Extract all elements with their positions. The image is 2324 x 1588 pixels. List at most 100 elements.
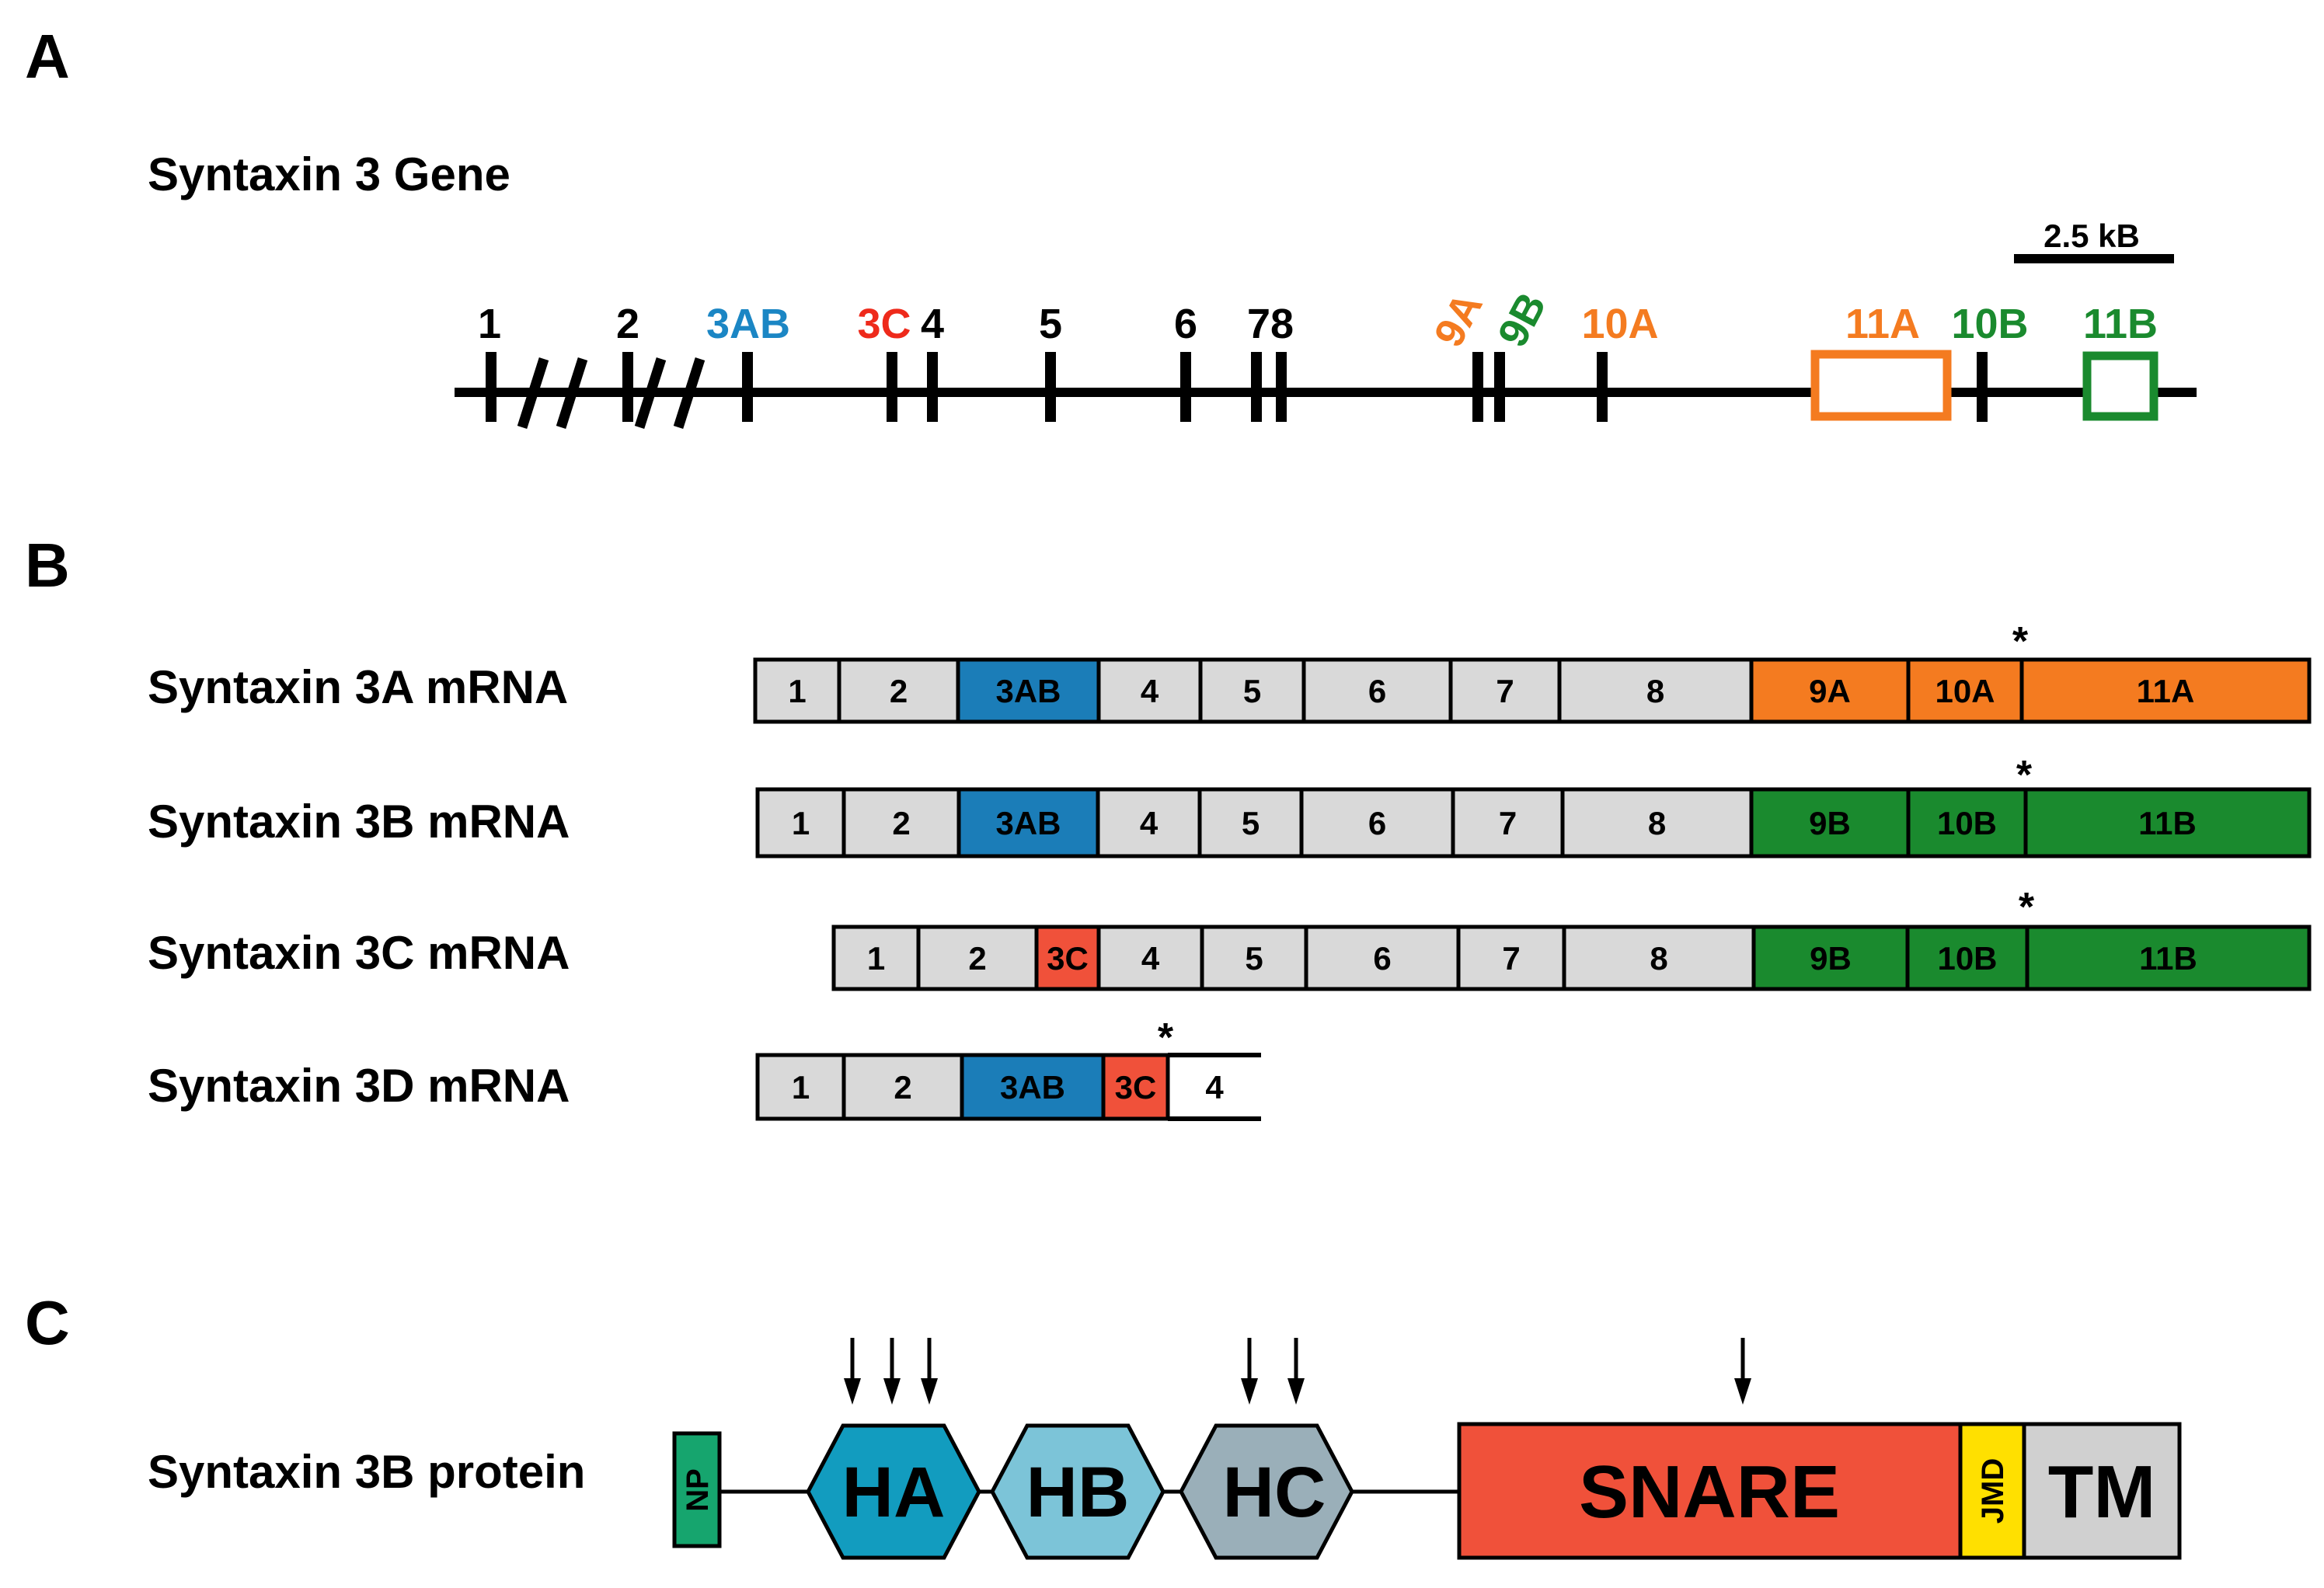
domain-jmd-label: JMD [1976, 1458, 2010, 1524]
protein-label: Syntaxin 3B protein [148, 1446, 585, 1498]
exon-segment-label: 4 [1141, 940, 1160, 977]
exon-segment [1906, 787, 2028, 858]
protein-arrows [844, 1338, 1751, 1405]
domain-ha-label: HA [842, 1453, 946, 1532]
site-arrow [844, 1338, 861, 1405]
exon-label-10a: 10A [1581, 301, 1658, 347]
exon-segment-label: 2 [894, 1069, 911, 1106]
exon-segment [1101, 1053, 1170, 1121]
exon-segment [1301, 657, 1453, 724]
exon-segment-label: 7 [1499, 805, 1517, 841]
exon-segment [1096, 925, 1204, 991]
exon-segment [1562, 925, 1756, 991]
exon-segment [837, 657, 960, 724]
exon-label-2: 2 [616, 301, 639, 347]
domain-hc [1179, 1423, 1354, 1560]
exon-segment [956, 657, 1101, 724]
exon-segment-label: 5 [1245, 940, 1263, 977]
exon-segment-label: 10B [1937, 940, 1997, 977]
exon-segment-label: 8 [1648, 805, 1666, 841]
mrna-label-3b: Syntaxin 3B mRNA [148, 796, 570, 848]
exon-segment-label: 9B [1809, 805, 1851, 841]
domain-np-label: NP [681, 1468, 715, 1512]
exon-segment-label: 11A [2137, 673, 2195, 709]
exon-segment-label: 7 [1502, 940, 1520, 977]
stop-marker-3c: * [2019, 885, 2035, 930]
exon-segment-label: 5 [1242, 805, 1260, 841]
exon-label-4: 4 [921, 301, 944, 347]
exon-segment [1749, 787, 1911, 858]
exon-label-11b: 11B [2083, 301, 2158, 347]
exon-segment-label: 3C [1047, 940, 1089, 977]
exon-segment [1906, 657, 2024, 724]
exon-segment [831, 925, 921, 991]
exon-segment-label: 5 [1243, 673, 1261, 709]
panel-b-letter: B [25, 531, 70, 600]
exon-label-1: 1 [478, 301, 501, 347]
exon-label-9a: 9A [1425, 285, 1491, 354]
exon-segment [1749, 657, 1911, 724]
panel-c-letter: C [25, 1288, 70, 1357]
exon-segment [2025, 925, 2312, 991]
exon-segment [2023, 787, 2312, 858]
exon-label-3ab: 3AB [706, 301, 790, 347]
mrna-label-3d: Syntaxin 3D mRNA [148, 1060, 570, 1112]
exon-segment [753, 657, 841, 724]
stop-marker-3b: * [2016, 753, 2033, 798]
exon-label-10b: 10B [1951, 301, 2028, 347]
domain-np [672, 1431, 722, 1548]
exon-segment-label: 2 [892, 805, 910, 841]
exon-label-78: 78 [1247, 301, 1294, 347]
exon-segment-label: 8 [1650, 940, 1667, 977]
exon-segment [1096, 787, 1202, 858]
exon-segment [841, 1053, 964, 1121]
exon-segment [2019, 657, 2312, 724]
gene-break-1 [517, 357, 588, 429]
domain-hb [990, 1423, 1165, 1560]
exon-11a-box [1810, 350, 1952, 421]
panel-a-letter: A [25, 22, 70, 91]
exon-segment [1198, 657, 1306, 724]
domain-ha [806, 1423, 981, 1560]
exon-segment-label: 4 [1205, 1069, 1224, 1106]
exon-segment-label: 1 [867, 940, 885, 977]
exon-segment-label: 8 [1646, 673, 1664, 709]
exon-segment [956, 787, 1100, 858]
exon-label-5: 5 [1039, 301, 1062, 347]
exon-segment-label: 1 [792, 805, 810, 841]
exon-segment [1448, 657, 1562, 724]
exon-segment-label: 9A [1809, 673, 1851, 709]
site-arrow [1734, 1338, 1751, 1405]
domain-hb-label: HB [1026, 1453, 1130, 1532]
site-arrow [921, 1338, 938, 1405]
exon-segment-label: 4 [1140, 805, 1159, 841]
domain-hc-label: HC [1223, 1453, 1326, 1532]
exon-segment-label: 6 [1368, 673, 1386, 709]
domain-tm [2022, 1422, 2182, 1560]
exon-segment-label: 11B [2139, 940, 2197, 977]
exon-segment-label: 4 [1141, 673, 1159, 709]
exon-segment-label: 11B [2138, 805, 2197, 841]
exon-segment-label: 7 [1496, 673, 1514, 709]
exon-segment-label: 10A [1935, 673, 1995, 709]
domain-snare [1457, 1422, 1963, 1560]
exon-segment [916, 925, 1039, 991]
exon-segment [1304, 925, 1461, 991]
site-arrow [883, 1338, 901, 1405]
site-arrow [1241, 1338, 1258, 1405]
exon-segment-label: 1 [792, 1069, 810, 1106]
exon-label-3c: 3C [857, 301, 911, 347]
exon-11b-box [2082, 351, 2158, 421]
exon-label-6: 6 [1174, 301, 1197, 347]
stop-marker-3a: * [2012, 619, 2029, 664]
exon-ticks [486, 352, 1988, 422]
exon-segment-label: 2 [968, 940, 986, 977]
gene-title: Syntaxin 3 Gene [148, 148, 510, 200]
exon-label-11a: 11A [1845, 301, 1920, 347]
exon-segment-label: 3C [1115, 1069, 1157, 1106]
